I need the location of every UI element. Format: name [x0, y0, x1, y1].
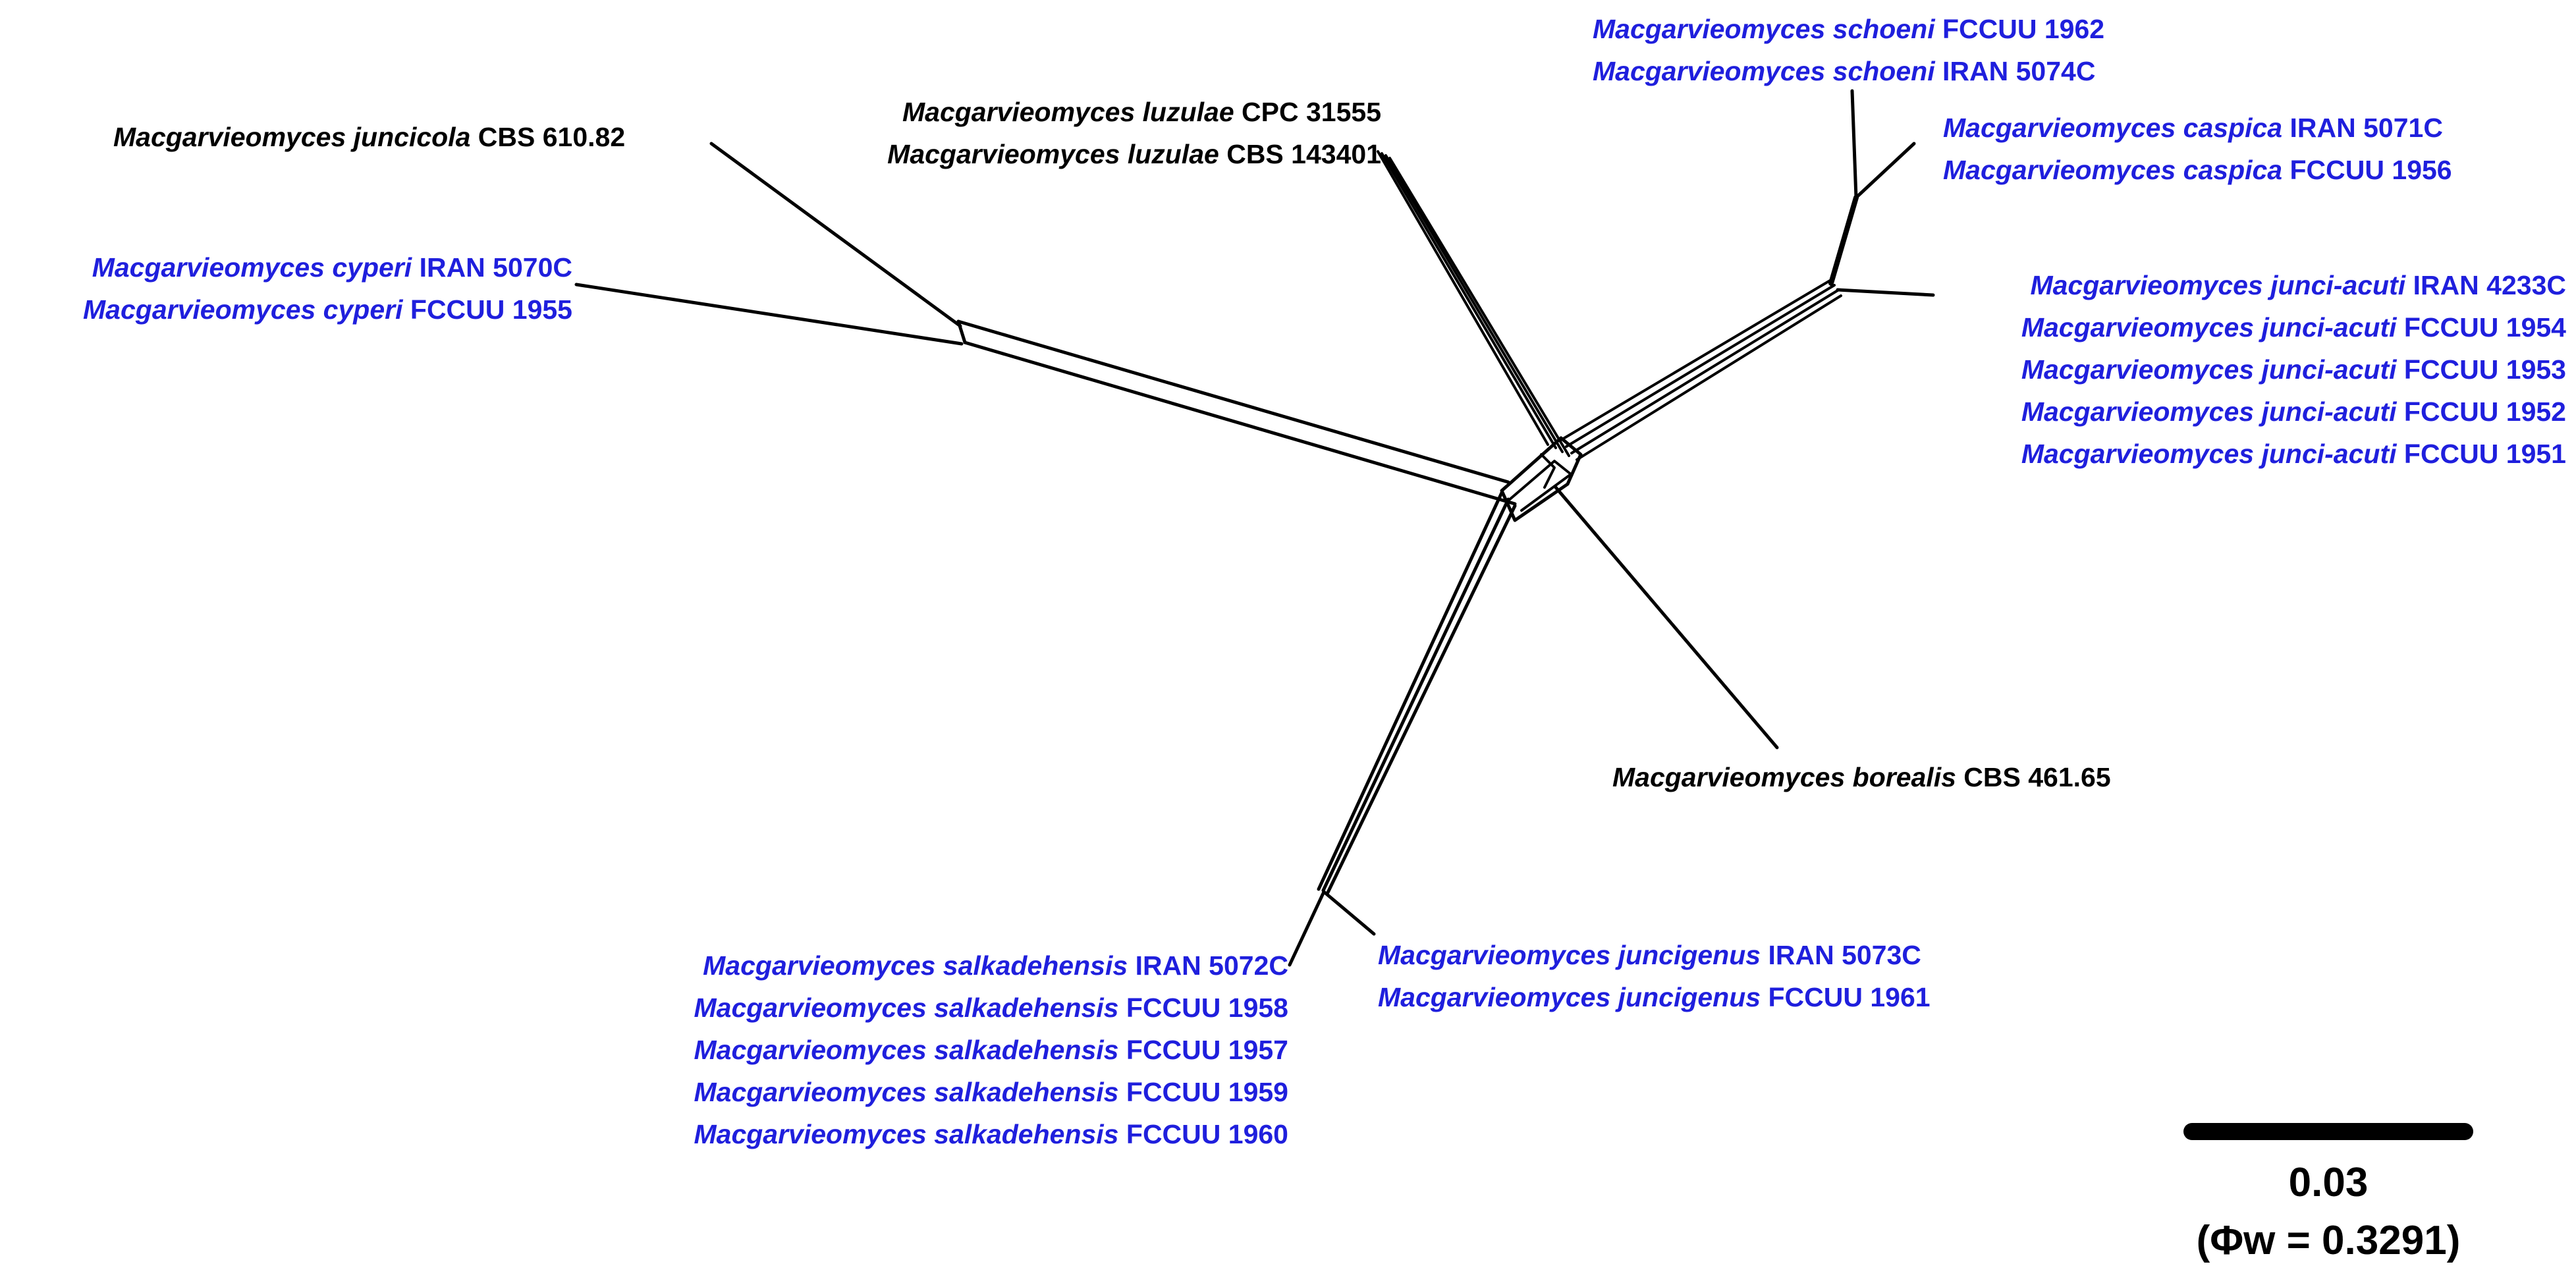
taxon-label: Macgarvieomyces schoeni IRAN 5074C — [1593, 56, 2096, 86]
taxon-label: Macgarvieomyces luzulae CBS 143401 — [887, 139, 1381, 169]
network-center-inner — [1540, 453, 1556, 489]
split-edge-cyperi — [956, 319, 1510, 484]
branch-schoeni — [1850, 89, 1858, 200]
branch-luzulae — [1388, 157, 1570, 457]
taxon-group-schoeni: Macgarvieomyces schoeni FCCUU 1962 Macga… — [1593, 8, 2104, 92]
network-center-inner — [1507, 460, 1572, 512]
taxon-label: Macgarvieomyces junci-acuti FCCUU 1954 — [2021, 312, 2566, 342]
split-edge-lower — [1317, 491, 1504, 891]
branch-caspica — [1854, 142, 1916, 200]
split-edge-upper-right — [1565, 284, 1836, 448]
taxon-label: Macgarvieomyces caspica IRAN 5071C — [1943, 113, 2443, 143]
taxon-label: Macgarvieomyces salkadehensis FCCUU 1959 — [694, 1077, 1289, 1107]
branch-borealis — [1554, 485, 1779, 750]
split-edge-lower — [1326, 504, 1517, 894]
branch-junci-acuti — [1836, 288, 1935, 297]
taxon-label: Macgarvieomyces junci-acuti FCCUU 1953 — [2021, 354, 2566, 385]
split-edge-cyperi — [963, 341, 1517, 506]
taxon-label: Macgarvieomyces junci-acuti FCCUU 1952 — [2021, 396, 2566, 427]
branch-cyperi — [574, 283, 964, 346]
taxon-group-junci-acuti: Macgarvieomyces junci-acuti IRAN 4233C M… — [2021, 264, 2566, 475]
branch-juncigenus — [1322, 890, 1376, 936]
split-edge-upper-right — [1560, 279, 1832, 441]
taxon-label: Macgarvieomyces salkadehensis FCCUU 1960 — [694, 1119, 1289, 1149]
branch-caspica-schoeni-stem — [1828, 195, 1859, 286]
taxon-label: Macgarvieomyces juncigenus FCCUU 1961 — [1378, 982, 1931, 1012]
taxon-label: Macgarvieomyces salkadehensis FCCUU 1957 — [694, 1035, 1289, 1065]
branch-luzulae — [1381, 152, 1557, 449]
taxon-label: Macgarvieomyces salkadehensis IRAN 5072C — [703, 950, 1288, 981]
branch-juncicola — [709, 142, 962, 328]
split-edge-upper-right — [1570, 289, 1839, 454]
taxon-label: Macgarvieomyces luzulae CPC 31555 — [902, 97, 1381, 127]
taxon-label: Macgarvieomyces junci-acuti FCCUU 1951 — [2021, 439, 2566, 469]
branch-salkadehensis — [1288, 890, 1326, 967]
taxon-group-juncigenus: Macgarvieomyces juncigenus IRAN 5073C Ma… — [1378, 934, 1931, 1018]
taxon-group-luzulae: Macgarvieomyces luzulae CPC 31555 Macgar… — [887, 91, 1381, 175]
taxon-label: Macgarvieomyces cyperi IRAN 5070C — [92, 252, 572, 283]
taxon-label: Macgarvieomyces cyperi FCCUU 1955 — [83, 294, 572, 325]
split-edge-upper-right — [1576, 294, 1842, 461]
network-center — [1500, 436, 1583, 522]
branch-luzulae — [1384, 154, 1564, 453]
scale-bar-value: 0.03 — [2288, 1160, 2369, 1205]
taxon-group-cyperi: Macgarvieomyces cyperi IRAN 5070C Macgar… — [83, 246, 572, 331]
taxon-label: Macgarvieomyces juncigenus IRAN 5073C — [1378, 940, 1921, 970]
taxon-label: Macgarvieomyces salkadehensis FCCUU 1958 — [694, 993, 1289, 1023]
branch-luzulae — [1377, 150, 1549, 446]
taxon-label: Macgarvieomyces caspica FCCUU 1956 — [1943, 155, 2452, 185]
scale-bar-phi: (Φw = 0.3291) — [2196, 1218, 2461, 1263]
taxon-group-salkadehensis: Macgarvieomyces salkadehensis IRAN 5072C… — [694, 944, 1289, 1155]
split-edge-lower — [1321, 497, 1510, 892]
taxon-label-borealis: Macgarvieomyces borealis CBS 461.65 — [1612, 762, 2111, 792]
taxon-label: Macgarvieomyces junci-acuti IRAN 4233C — [2030, 270, 2566, 300]
taxon-label-juncicola: Macgarvieomyces juncicola CBS 610.82 — [113, 122, 626, 152]
taxon-label: Macgarvieomyces schoeni FCCUU 1962 — [1593, 14, 2105, 44]
taxon-group-caspica: Macgarvieomyces caspica IRAN 5071C Macga… — [1943, 107, 2452, 191]
